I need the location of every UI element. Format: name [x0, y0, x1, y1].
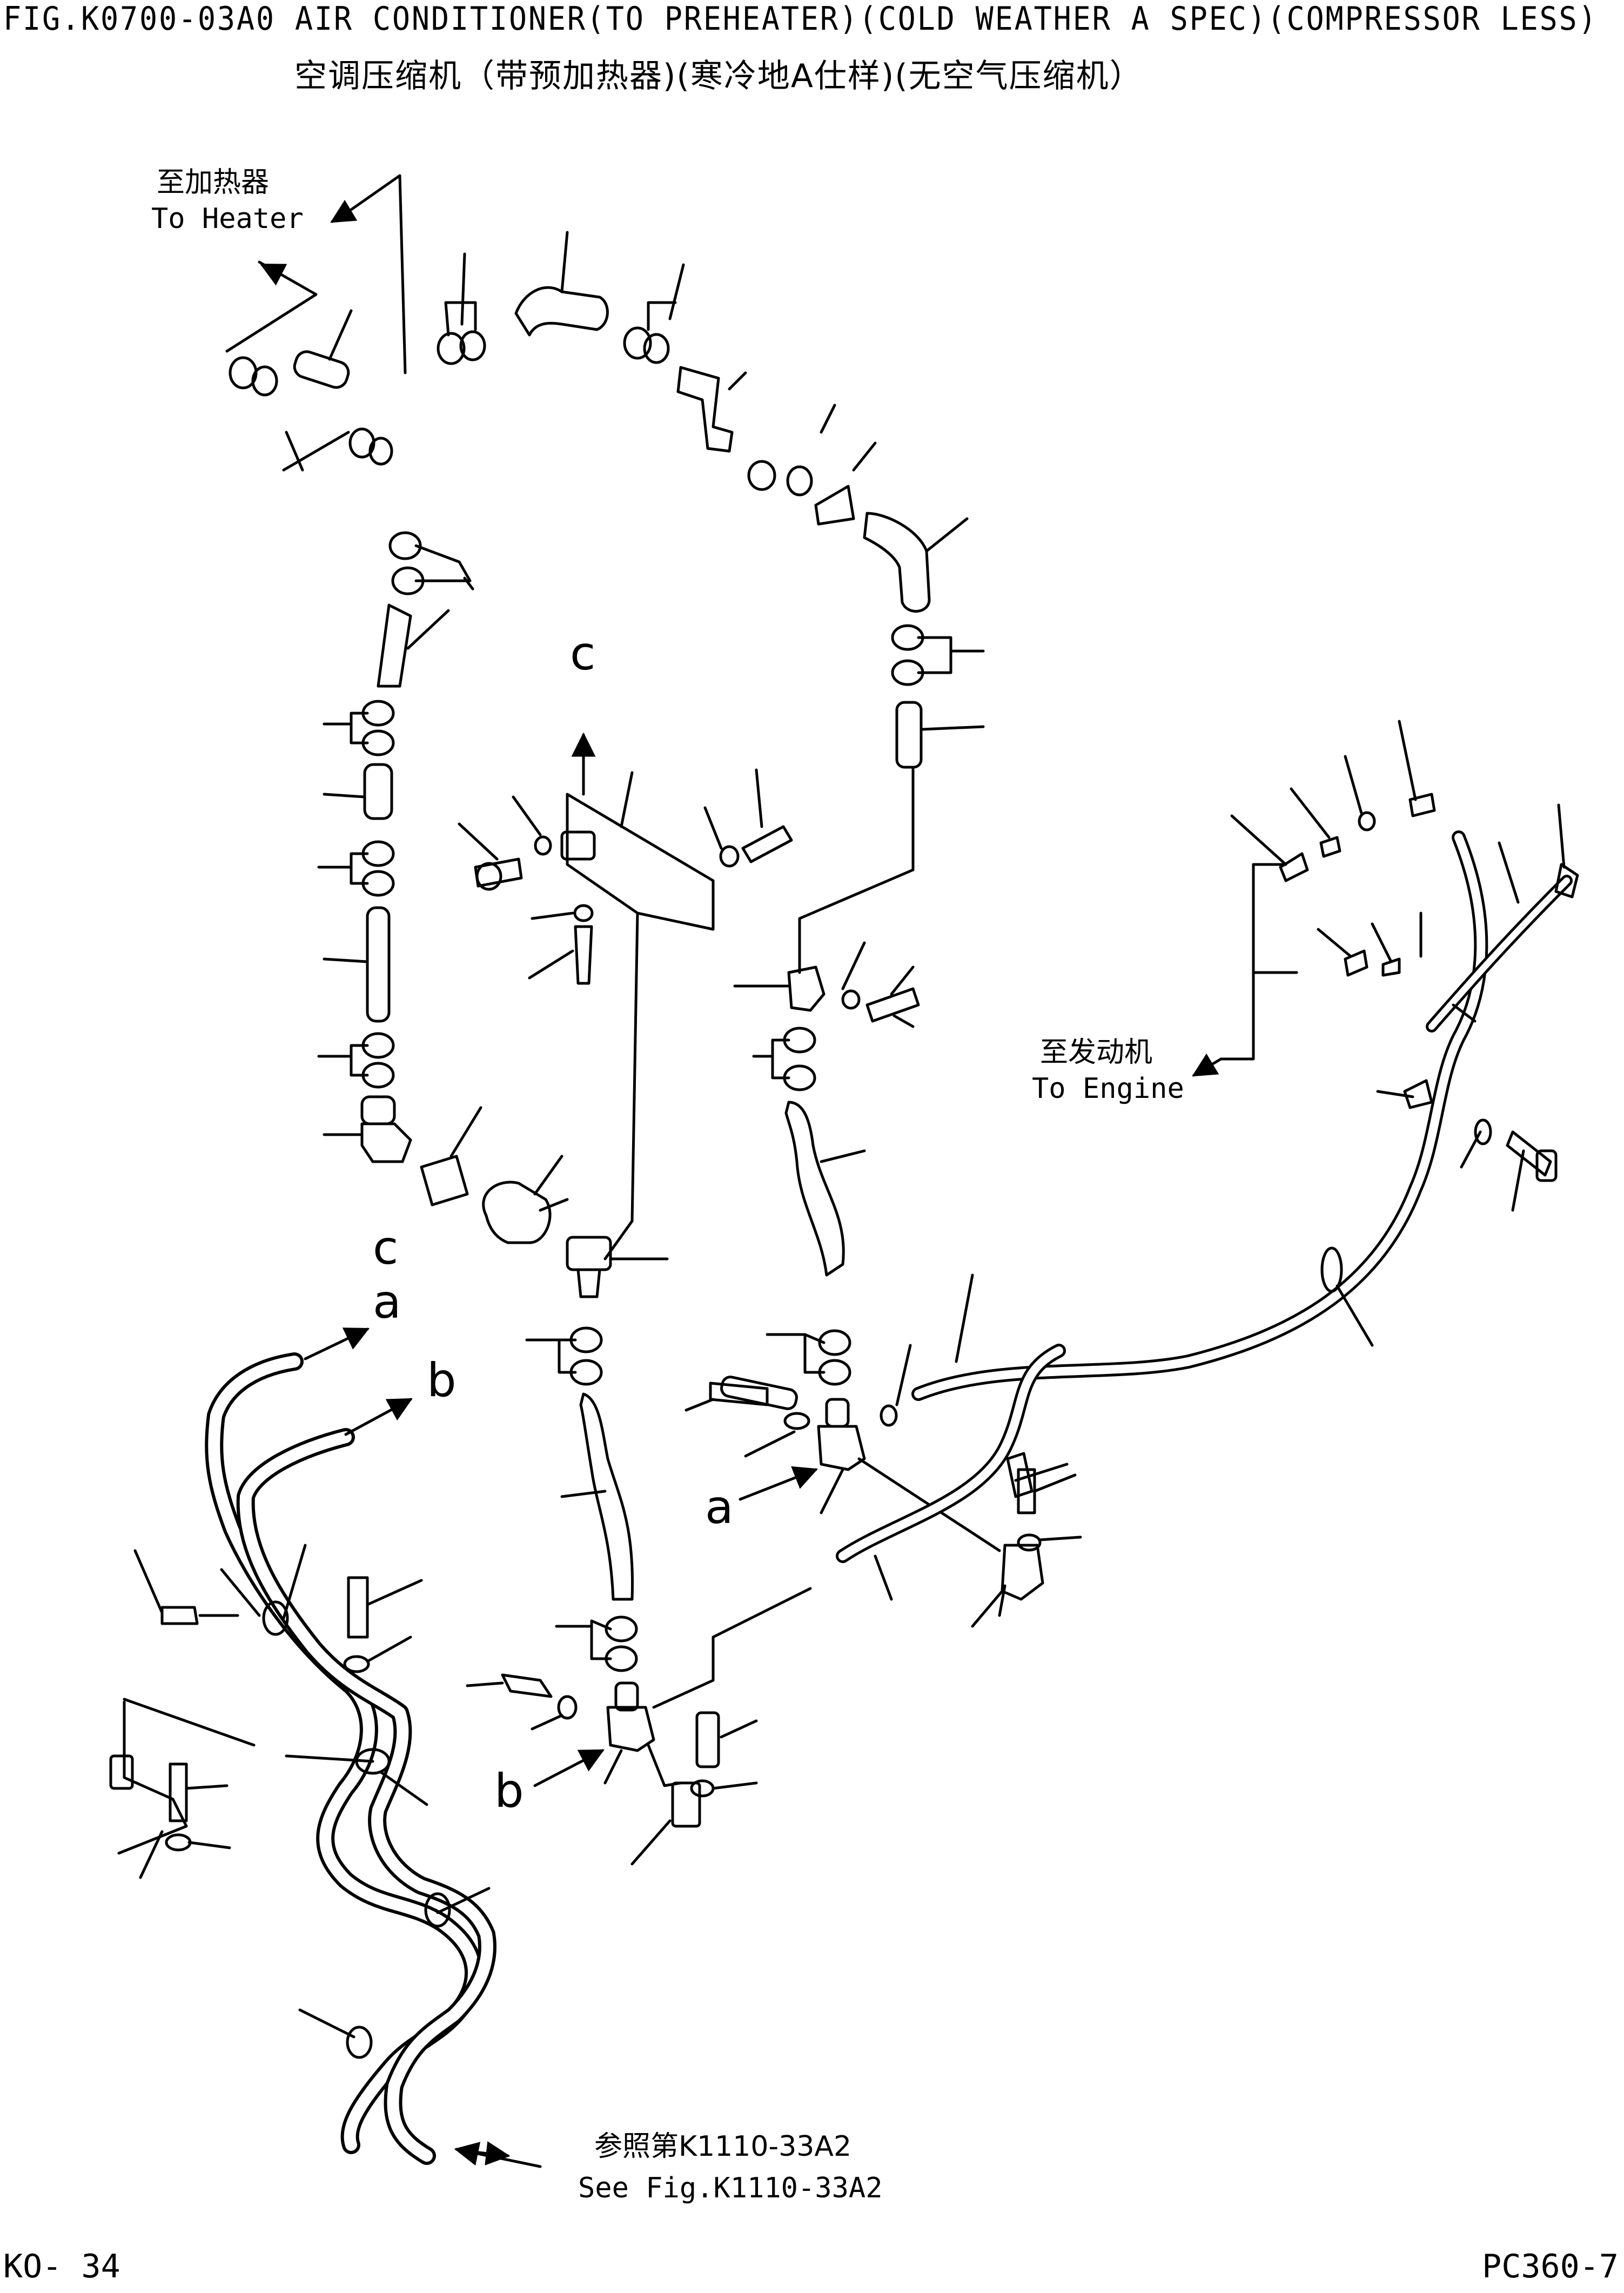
ref-mark-a-upper: a	[373, 1275, 401, 1329]
ref-mark-c-bottom: c	[373, 1221, 399, 1275]
lower-left-bracket	[109, 1576, 423, 1879]
right-descending-pipe	[733, 766, 920, 1386]
to-heater-label-cn: 至加热器	[157, 166, 270, 199]
top-right-joint	[676, 366, 877, 526]
center-lower-fittings	[685, 1382, 1069, 1498]
tee-connector-a	[720, 1344, 1001, 1552]
center-valve-group	[420, 1106, 669, 1672]
left-lower-tube-run	[133, 1327, 542, 2168]
engine-hose-harness	[836, 830, 1573, 1601]
ref-mark-b-lower: b	[494, 1764, 524, 1818]
model-code: PC360-7	[1482, 2248, 1619, 2285]
figure-title-cn: 空调压缩机（带预加热器)(寒冷地A仕样)(无空气压缩机）	[294, 57, 1143, 95]
ref-mark-c-top: c	[570, 627, 596, 681]
figure-title-en: FIG.K0700-03A0 AIR CONDITIONER(TO PREHEA…	[3, 0, 1598, 38]
ref-mark-b-upper: b	[427, 1353, 457, 1407]
see-fig-label-en: See Fig.K1110-33A2	[578, 2172, 883, 2204]
mounting-bracket	[458, 732, 793, 1261]
left-column-assembly	[317, 531, 474, 1163]
page-code: KO- 34	[3, 2248, 120, 2285]
tee-connector-b	[466, 1587, 812, 1866]
to-engine-label-en: To Engine	[1032, 1072, 1184, 1105]
ref-mark-a-lower: a	[705, 1480, 734, 1534]
to-heater-label-en: To Heater	[151, 203, 304, 235]
see-fig-label-cn: 参照第K1110-33A2	[594, 2130, 852, 2163]
right-elbow-hose	[863, 512, 985, 769]
top-elbow-hose	[437, 231, 685, 365]
left-upper-hose-assembly	[229, 309, 393, 472]
right-lower-clamp-bracket	[971, 1468, 1082, 1628]
to-heater-arrows	[225, 174, 407, 374]
engine-fittings	[1192, 720, 1579, 1212]
to-engine-label-cn: 至发动机	[1040, 1036, 1153, 1069]
